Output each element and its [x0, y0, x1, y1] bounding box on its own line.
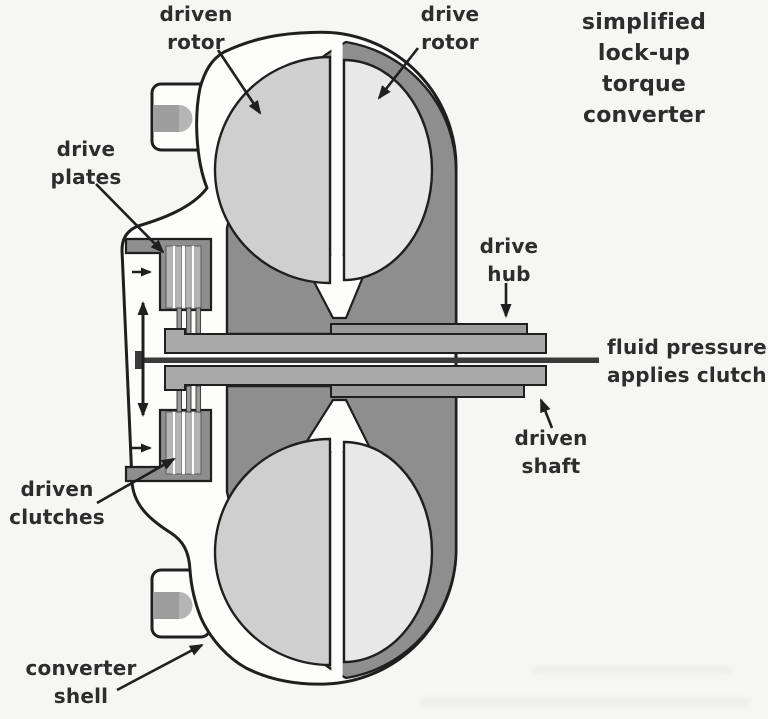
- driven-shaft-upper: [164, 328, 547, 354]
- driven-shaft-arrow: [539, 398, 554, 429]
- label-fluid-pressure: fluid pressure applies clutch: [607, 335, 767, 387]
- leader-arrows: [95, 47, 554, 692]
- bottom-bolt-cap: [179, 592, 193, 619]
- driven-shaft-lower: [164, 365, 547, 391]
- clutch-fingers-upper: [176, 307, 201, 335]
- drive-hub-plate-lower: [330, 384, 525, 398]
- driven-clutches-arrow: [96, 457, 176, 505]
- label-drive-rotor: drive rotor: [420, 2, 480, 54]
- drive-rotor-upper: [342, 58, 434, 282]
- driven-rotor-lower: [213, 437, 332, 667]
- label-drive-plates: drive plates: [50, 137, 122, 189]
- converter-shell-arrow: [116, 643, 204, 692]
- faint-watermark-smudge: [532, 666, 732, 674]
- label-drive-hub: drive hub: [479, 234, 539, 286]
- label-driven-shaft: driven shaft: [514, 426, 588, 478]
- drive-plates-arrow: [95, 183, 165, 254]
- upper-rotor-gap: [331, 40, 343, 302]
- clutch-apply-arrows: [132, 267, 152, 453]
- top-bolt: [153, 105, 180, 132]
- driven-clutch-stack-lower: [165, 411, 202, 475]
- clutch-pack-upper: [124, 237, 213, 335]
- lower-rotor-gap: [331, 418, 343, 680]
- top-bolt-cap: [179, 105, 193, 132]
- bottom-bolt: [153, 592, 180, 619]
- label-driven-rotor: driven rotor: [159, 2, 233, 54]
- faint-watermark-smudge: [420, 697, 750, 707]
- label-converter-shell: converter shell: [25, 656, 137, 708]
- drive-plates-stack-upper: [165, 245, 202, 309]
- diagram-title: simplified lock-up torque converter: [581, 10, 707, 128]
- drive-rotor-lower: [342, 440, 434, 664]
- drive-rotor-arrow: [377, 47, 420, 100]
- driven-rotor-upper: [213, 55, 332, 285]
- driven-rotor-arrow: [216, 49, 262, 115]
- label-driven-clutches: driven clutches: [9, 477, 105, 529]
- clutch-pack-lower: [124, 385, 213, 483]
